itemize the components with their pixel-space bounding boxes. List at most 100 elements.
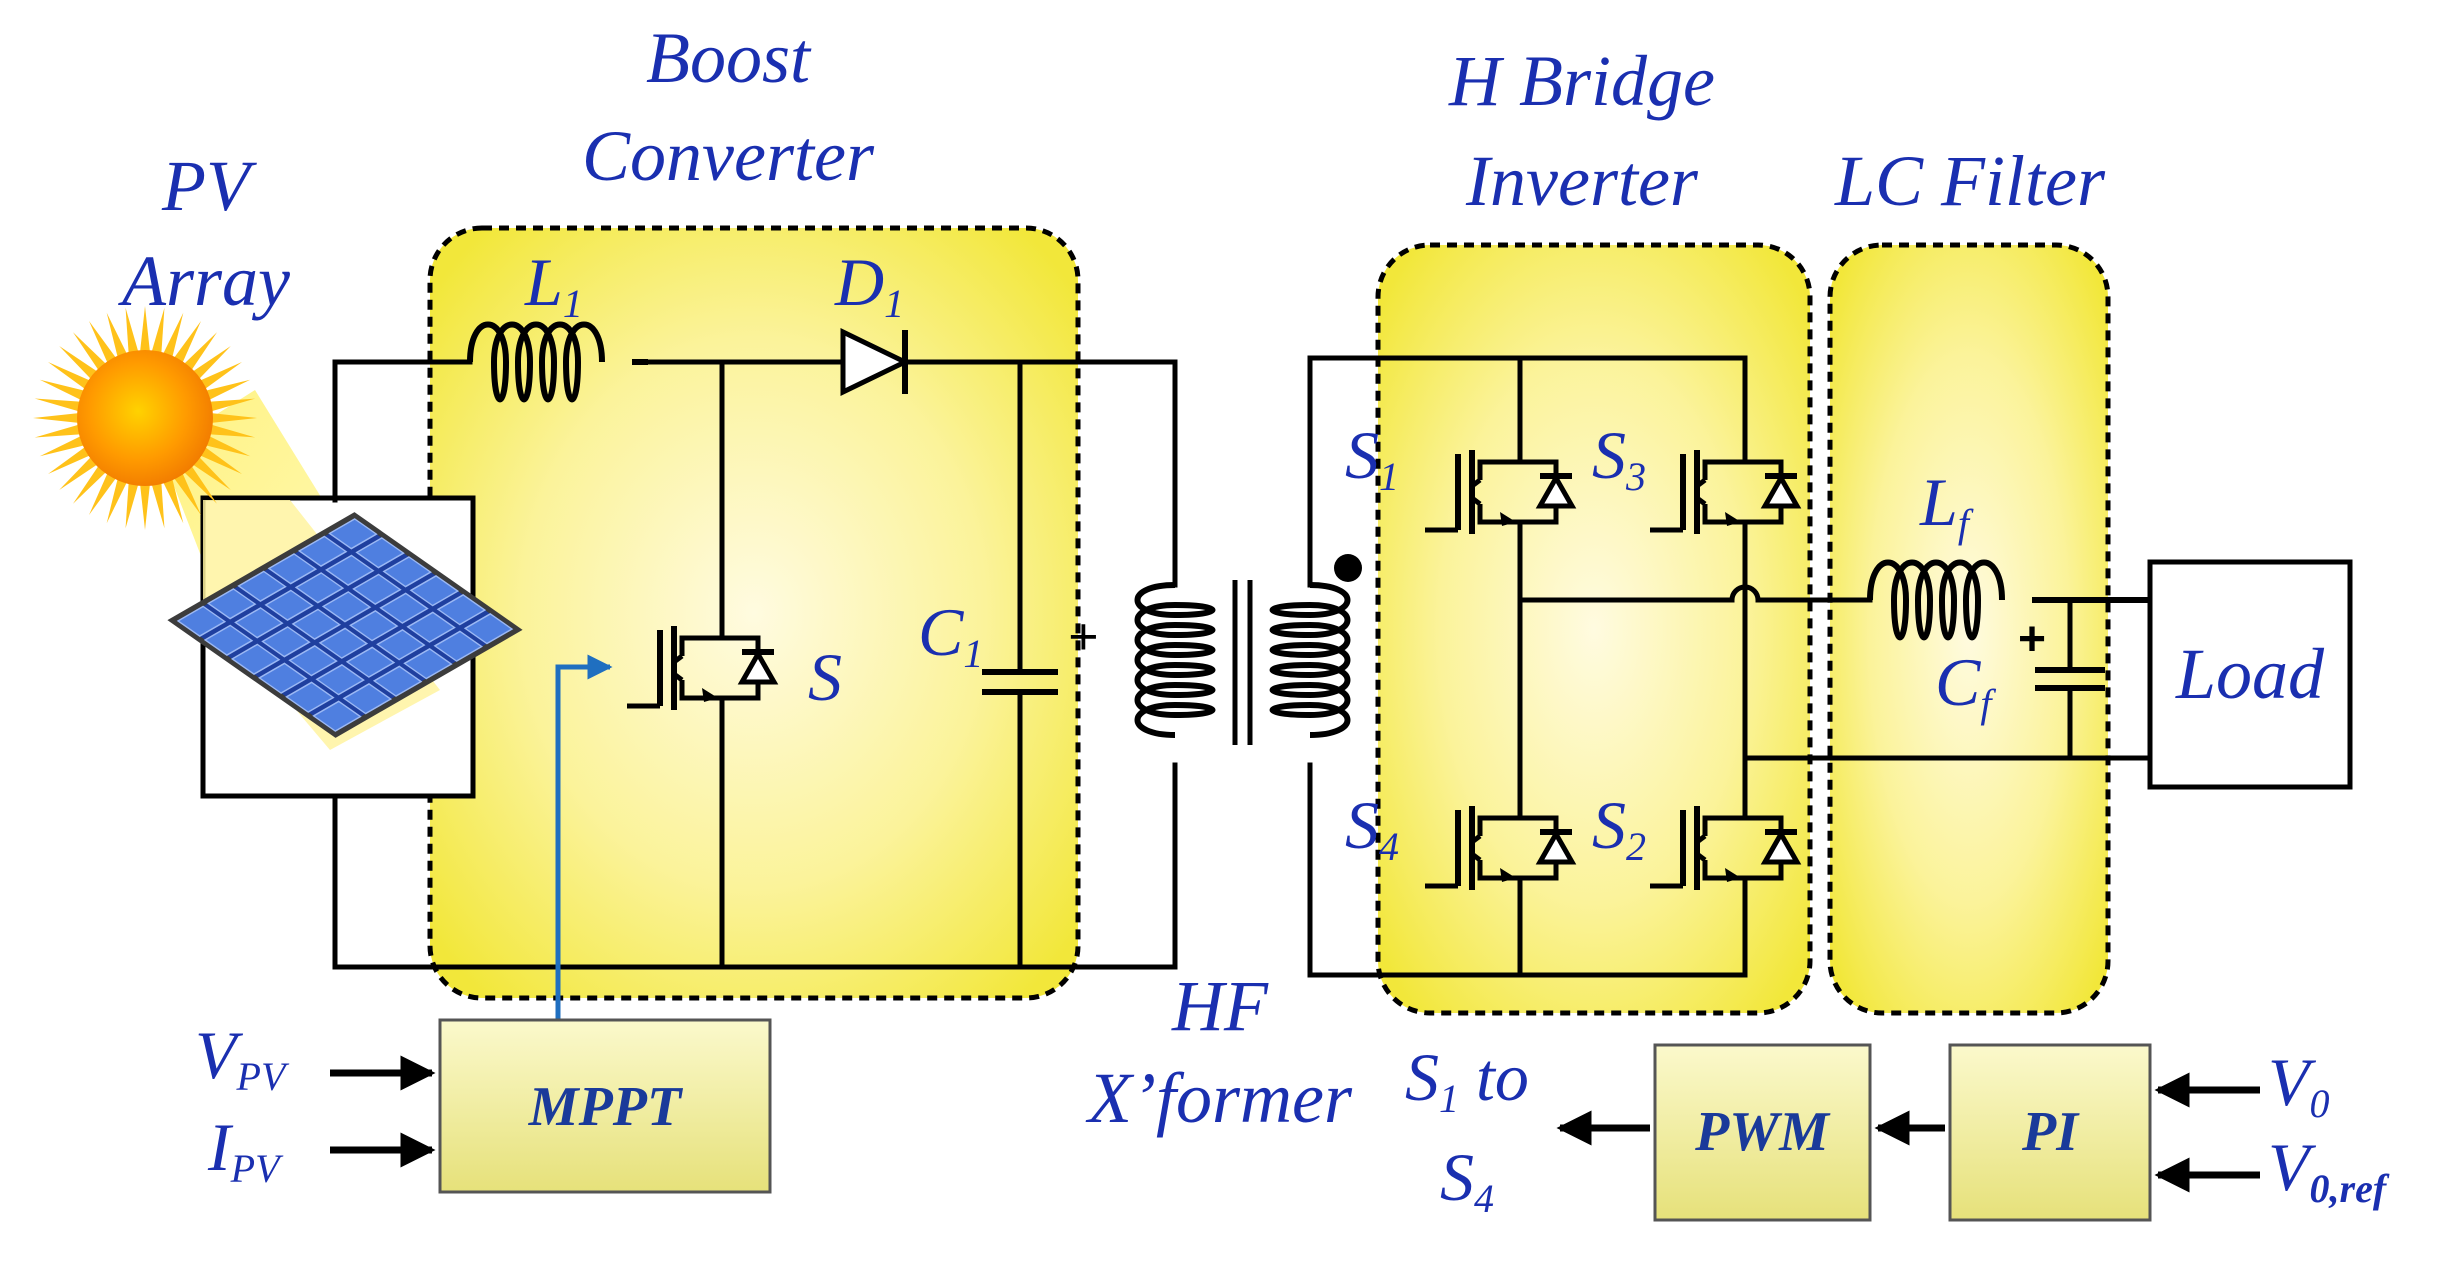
solar-cell xyxy=(297,535,348,567)
pv-array-title-1: PV xyxy=(161,146,257,226)
c1-polarity: + xyxy=(1068,607,1099,667)
label-s3: S3 xyxy=(1592,417,1646,499)
pwm-block xyxy=(1653,1043,1872,1222)
sun-ray xyxy=(48,444,95,474)
sun-ray xyxy=(39,379,89,402)
pi-label: PI xyxy=(2021,1101,2080,1163)
solar-cell xyxy=(342,683,393,715)
sun-ray xyxy=(171,321,201,368)
label-s1: S1 xyxy=(1345,417,1399,499)
solar-cell xyxy=(433,630,483,662)
solar-cell xyxy=(294,572,345,604)
solar-cell xyxy=(315,664,365,696)
sun-ray xyxy=(204,398,256,413)
label-s2: S2 xyxy=(1592,787,1646,869)
h-bridge-title-1: H Bridge xyxy=(1448,41,1715,121)
sun-ray xyxy=(48,362,95,392)
lc-filter-title: LC Filter xyxy=(1834,141,2106,221)
diode-d1 xyxy=(840,328,911,396)
solar-cell xyxy=(406,611,456,643)
sun-ray xyxy=(125,307,140,359)
solar-cell xyxy=(376,629,426,661)
transformer-title-1: HF xyxy=(1171,966,1269,1046)
sun-ray xyxy=(201,434,251,457)
solar-cell xyxy=(318,627,369,659)
solar-cell xyxy=(285,681,335,713)
inductor-lf xyxy=(1867,559,2150,641)
solar-cell xyxy=(234,607,284,639)
solar-cell xyxy=(382,556,432,588)
igbt-s4 xyxy=(1425,796,1577,900)
pv-array-title-2: Array xyxy=(118,241,290,321)
load-box xyxy=(2147,559,2353,790)
igbt-s3 xyxy=(1650,440,1802,544)
capacitor-c1: + xyxy=(982,607,1099,695)
solar-cell xyxy=(436,594,487,626)
solar-cell xyxy=(237,570,287,602)
solar-cell xyxy=(352,573,402,605)
boost-converter-title-1: Boost xyxy=(646,18,812,98)
label-s: S xyxy=(808,639,842,715)
sun-ray xyxy=(180,461,217,504)
sun-ray xyxy=(106,474,129,524)
sun-ray xyxy=(139,306,151,357)
solar-cell xyxy=(230,643,281,675)
pi-block xyxy=(1948,1043,2152,1222)
sun-ray xyxy=(125,477,140,529)
label-d1: D1 xyxy=(834,244,904,326)
load-label: Load xyxy=(2175,634,2325,714)
ipv-label: IPV xyxy=(207,1109,284,1191)
transformer-title-2: X’former xyxy=(1085,1058,1353,1138)
mppt-gate-signal xyxy=(555,654,613,1020)
solar-cell xyxy=(264,589,314,621)
solar-cell xyxy=(409,575,460,607)
solar-cell xyxy=(348,610,399,642)
solar-cell xyxy=(403,648,453,680)
sun-ray xyxy=(161,474,184,524)
cf-polarity: + xyxy=(2018,613,2046,666)
sun-ray xyxy=(34,398,86,413)
v0ref-label: V0,ref xyxy=(2268,1129,2390,1211)
sun-ray xyxy=(34,423,86,438)
sun-ray xyxy=(73,332,110,375)
igbt-s2 xyxy=(1650,796,1802,900)
sun-ray xyxy=(201,379,251,402)
sun-ray xyxy=(59,453,102,490)
solar-cell xyxy=(463,613,514,645)
solar-cell xyxy=(312,700,362,732)
solar-cell xyxy=(203,624,254,656)
mppt-label: MPPT xyxy=(528,1076,684,1138)
inductor-l1 xyxy=(467,321,648,403)
sun-icon xyxy=(33,306,257,530)
vpv-label: VPV xyxy=(195,1017,290,1099)
label-l1: L1 xyxy=(524,244,583,326)
solar-cell xyxy=(207,588,257,620)
hf-transformer xyxy=(1134,554,1362,745)
pwm-label: PWM xyxy=(1694,1101,1831,1163)
sun-ray xyxy=(180,332,217,375)
sun-ray xyxy=(33,412,84,424)
s4-label: S4 xyxy=(1440,1139,1494,1221)
sun-ray xyxy=(188,346,231,383)
v0-label: V0 xyxy=(2268,1044,2330,1126)
sun-ray xyxy=(150,477,165,529)
h-bridge-title-2: Inverter xyxy=(1465,141,1699,221)
solar-cell xyxy=(261,626,311,658)
h-bridge-region xyxy=(1375,242,1813,1016)
solar-panel-icon xyxy=(167,512,523,738)
boost-converter-title-2: Converter xyxy=(582,116,875,196)
solar-cell xyxy=(321,591,372,623)
solar-cell xyxy=(288,645,338,677)
solar-cell xyxy=(345,646,396,678)
solar-cell xyxy=(328,518,378,550)
igbt-s1 xyxy=(1425,440,1577,544)
sun-ray xyxy=(73,461,110,504)
sun-disc xyxy=(77,350,213,486)
sun-ray xyxy=(39,434,89,457)
sun-ray xyxy=(206,412,257,424)
mppt-block xyxy=(438,1018,772,1194)
capacitor-cf: + xyxy=(2018,613,2105,691)
sun-ray xyxy=(195,444,242,474)
solar-cell xyxy=(267,553,318,585)
s1-to-label: S1 to xyxy=(1405,1039,1529,1121)
